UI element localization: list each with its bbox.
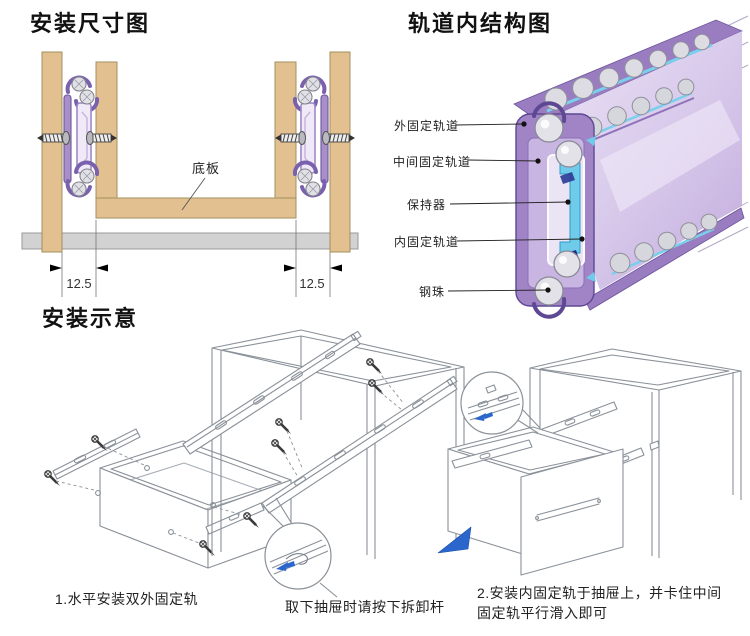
label-steel-ball: 钢珠 xyxy=(419,285,446,299)
board-leader-line xyxy=(181,177,206,211)
caption-lever: 取下抽屉时请按下拆卸杆 xyxy=(285,599,445,615)
slide-cross-section xyxy=(37,75,117,297)
drawer-group-right xyxy=(437,426,624,576)
label-middle-rail: 中间固定轨道 xyxy=(393,155,472,169)
rails-middle xyxy=(182,330,458,514)
cabinet-group-right xyxy=(529,348,742,558)
mounting-screw-outer xyxy=(37,131,70,145)
engage-arrow-blue xyxy=(474,413,486,421)
installation-art xyxy=(43,329,742,598)
title-dimension-diagram: 安装尺寸图 xyxy=(30,11,151,36)
bearing-balls xyxy=(71,76,95,197)
lever-arrow-blue xyxy=(276,562,288,571)
label-outer-rail: 外固定轨道 xyxy=(394,119,460,133)
caption-step2-line2: 固定轨平行滑入即可 xyxy=(477,605,608,621)
bottom-board-label: 底板 xyxy=(192,161,221,176)
dimension-left: 12.5 xyxy=(66,276,92,291)
engage-callout xyxy=(460,371,541,435)
label-retainer: 保持器 xyxy=(407,198,447,212)
left-outer-panel xyxy=(41,51,63,253)
caption-step2-line1: 2.安装内固定轨于抽屉上，并卡住中间 xyxy=(477,585,722,601)
dimension-diagram xyxy=(21,51,359,299)
base-bar xyxy=(21,232,359,250)
caption-step1: 1.水平安装双外固定轨 xyxy=(55,591,199,607)
label-leaders xyxy=(447,123,583,292)
title-installation: 安装示意 xyxy=(42,306,139,331)
ball-row-middle xyxy=(581,78,695,138)
right-outer-panel xyxy=(329,51,351,253)
drawer-group-left xyxy=(43,428,292,569)
lever-callout xyxy=(262,497,338,598)
structure-3d xyxy=(447,15,749,319)
dimension-right: 12.5 xyxy=(299,276,325,291)
slide-in-arrow-blue xyxy=(437,526,472,554)
bottom-board xyxy=(95,197,297,219)
ball-row-top xyxy=(544,33,711,111)
front-cross-section xyxy=(515,101,596,319)
dimension-marks xyxy=(50,220,108,297)
ball-row-bottom xyxy=(609,213,718,274)
label-inner-rail: 内固定轨道 xyxy=(394,235,460,249)
title-structure-diagram: 轨道内结构图 xyxy=(408,11,553,36)
label-dots xyxy=(521,121,585,293)
mounting-screw-inner xyxy=(86,131,117,145)
